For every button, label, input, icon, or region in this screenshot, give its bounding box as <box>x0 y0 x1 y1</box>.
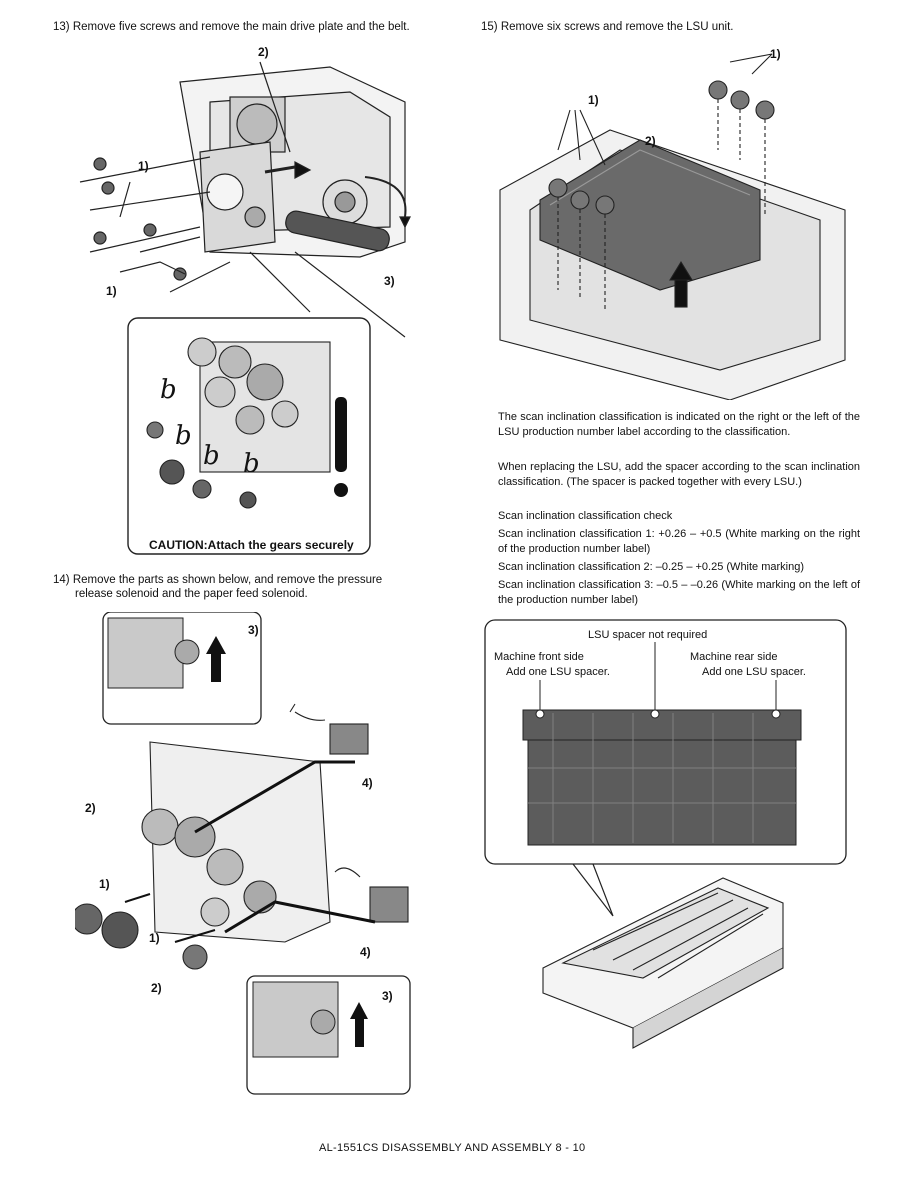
fig13-label-1b: 1) <box>106 284 117 298</box>
lsu-para-6: Scan inclination classification 3: –0.5 … <box>498 579 860 606</box>
lsu-para-3: Scan inclination classification check <box>498 510 673 522</box>
fig14-label-2b: 2) <box>151 981 162 995</box>
spacer-not-required-label: LSU spacer not required <box>588 629 707 641</box>
svg-text:b: b <box>175 421 192 451</box>
caution-text: CAUTION:Attach the gears securely <box>149 538 354 552</box>
step-13-text: 13) Remove five screws and remove the ma… <box>53 21 410 33</box>
rear-side-title: Machine rear side <box>690 651 777 663</box>
front-side-add: Add one LSU spacer. <box>506 666 610 678</box>
step-15-text: 15) Remove six screws and remove the LSU… <box>481 21 734 33</box>
lsu-para-2: When replacing the LSU, add the spacer a… <box>498 461 860 488</box>
figure-solenoids: 3) 4) 2) 1) 1) 4) 2) 3) <box>75 612 411 1095</box>
fig15-label-1a: 1) <box>770 47 781 61</box>
fig14-label-1a: 1) <box>99 877 110 891</box>
fig14-label-1b: 1) <box>149 931 160 945</box>
figure-lsu-spacer: LSU spacer not required Machine front si… <box>484 619 847 1049</box>
fig14-label-4a: 4) <box>362 776 373 790</box>
front-side-title: Machine front side <box>494 651 584 663</box>
rear-side-add: Add one LSU spacer. <box>702 666 806 678</box>
svg-text:b: b <box>160 375 177 405</box>
svg-text:b: b <box>243 449 260 479</box>
lsu-para-1: The scan inclination classification is i… <box>498 411 860 438</box>
fig14-label-3a: 3) <box>248 623 259 637</box>
step-14-text-line2: release solenoid and the paper feed sole… <box>75 588 308 600</box>
fig13-label-1a: 1) <box>138 159 149 173</box>
fig13-label-2: 2) <box>258 45 269 59</box>
fig13-label-3: 3) <box>384 274 395 288</box>
svg-text:b: b <box>203 441 220 471</box>
fig15-label-2: 2) <box>645 134 656 148</box>
fig14-label-3b: 3) <box>382 989 393 1003</box>
fig14-label-2a: 2) <box>85 801 96 815</box>
fig15-label-1b: 1) <box>588 93 599 107</box>
figure-lsu-unit: 1) 1) 2) <box>499 47 846 400</box>
step-14-text-line1: 14) Remove the parts as shown below, and… <box>53 574 383 586</box>
lsu-para-4: Scan inclination classification 1: +0.26… <box>498 528 860 555</box>
fig14-label-4b: 4) <box>360 945 371 959</box>
lsu-para-5: Scan inclination classification 2: –0.25… <box>498 561 805 573</box>
page-footer: AL-1551CS DISASSEMBLY AND ASSEMBLY 8 - 1… <box>319 1142 586 1154</box>
